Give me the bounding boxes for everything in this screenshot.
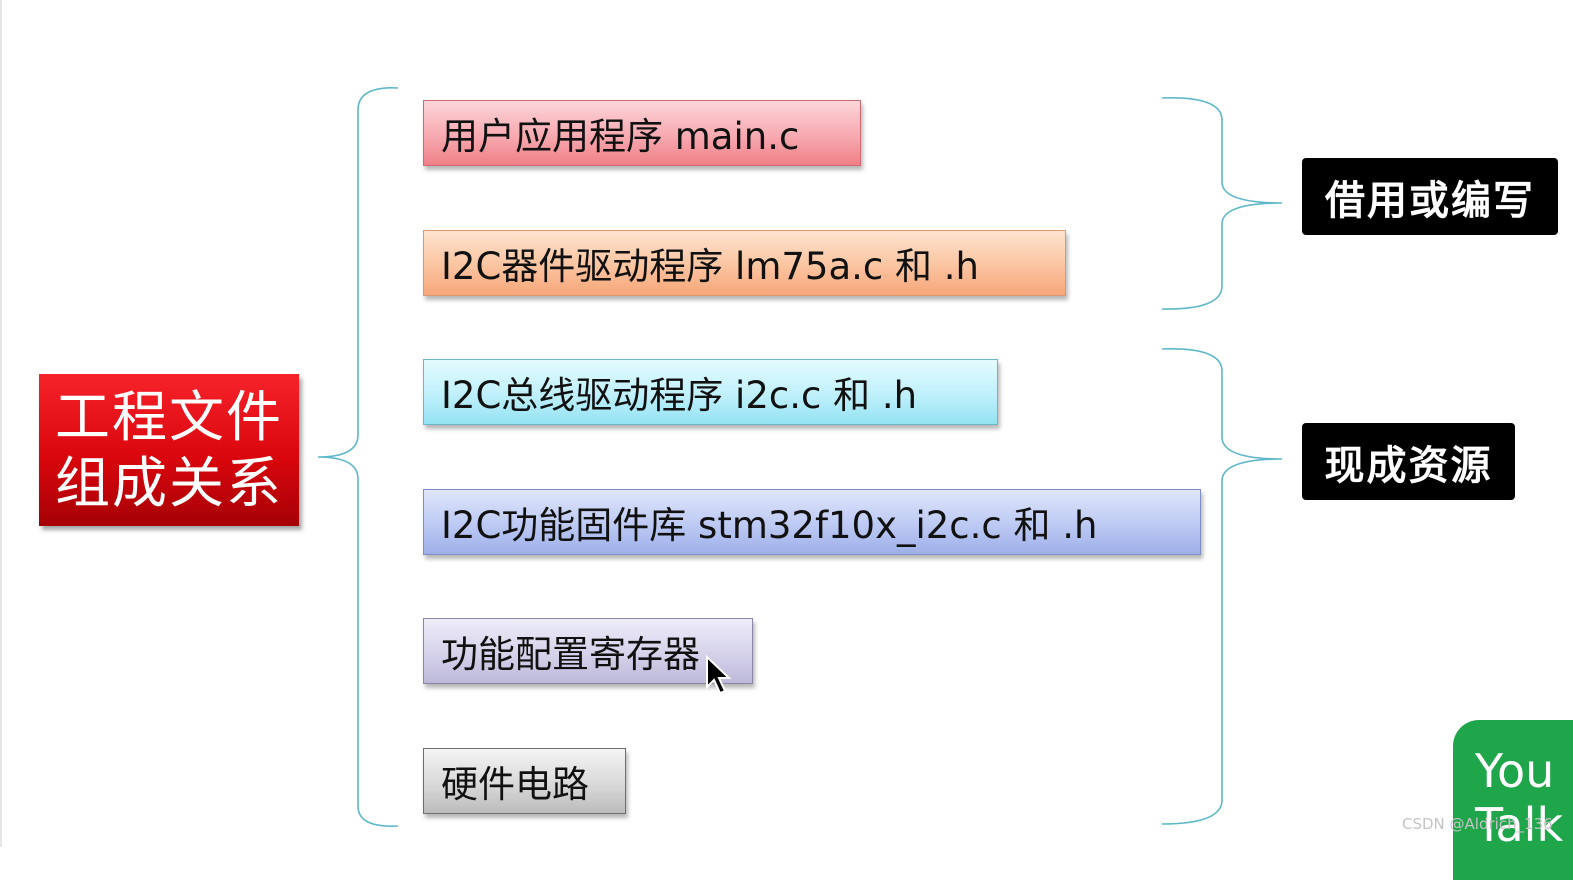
group-tag-borrow-or-write: 借用或编写 [1302,158,1558,235]
right-brace-top [1161,97,1283,310]
node-label: 功能配置寄存器 [441,633,700,676]
group-tag-ready-resources: 现成资源 [1302,423,1515,500]
brace-connectors [317,87,1283,827]
node-user-application: 用户应用程序 main.c [423,100,861,166]
video-overlay-badge: You Talk [1453,720,1573,880]
node-i2c-device-driver: I2C器件驱动程序 lm75a.c 和 .h [423,230,1066,296]
watermark: CSDN @Aldrich_136 [1402,815,1553,833]
node-label: 用户应用程序 main.c [441,115,800,158]
node-hardware-circuit: 硬件电路 [423,748,626,814]
badge-text-line2: Talk [1475,798,1564,852]
node-label: I2C总线驱动程序 i2c.c 和 .h [441,374,918,417]
node-function-config-registers: 功能配置寄存器 [423,618,753,684]
left-edge-line [0,0,2,847]
node-label: I2C功能固件库 stm32f10x_i2c.c 和 .h [441,504,1098,547]
node-i2c-bus-driver: I2C总线驱动程序 i2c.c 和 .h [423,359,998,425]
group-tag-label: 现成资源 [1324,442,1493,489]
badge-text-line1: You [1475,744,1555,798]
mouse-pointer-icon [706,655,732,695]
node-i2c-firmware-library: I2C功能固件库 stm32f10x_i2c.c 和 .h [423,489,1201,555]
root-node-label: 工程文件组成关系 [54,385,283,515]
left-brace [317,87,399,827]
node-label: 硬件电路 [441,763,589,806]
node-label: I2C器件驱动程序 lm75a.c 和 .h [441,245,979,288]
group-tag-label: 借用或编写 [1325,177,1535,224]
right-brace-bottom [1161,348,1283,825]
root-node: 工程文件组成关系 [39,374,299,526]
